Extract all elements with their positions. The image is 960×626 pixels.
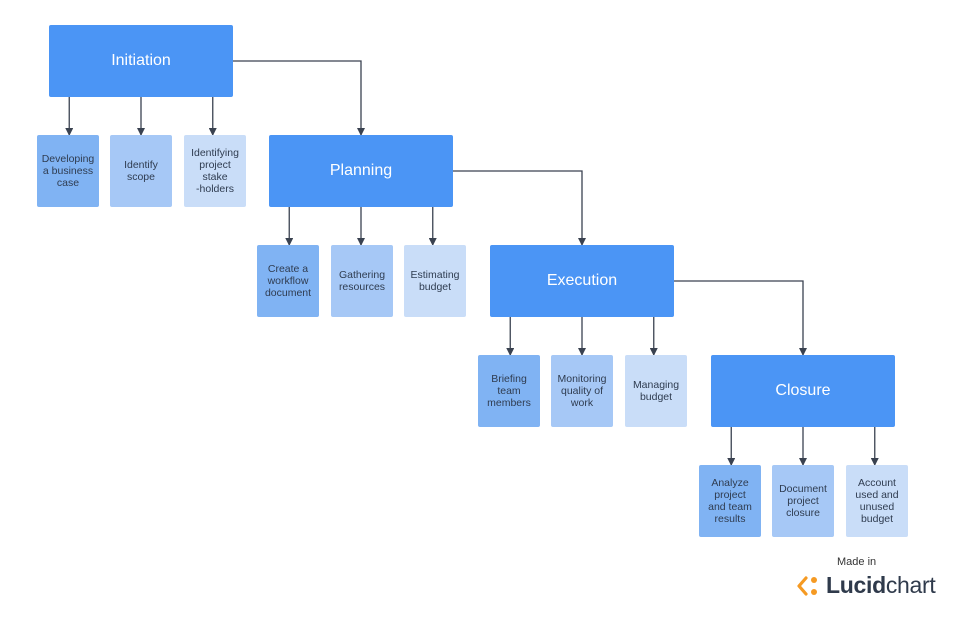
- lucid-text: Lucid: [826, 572, 886, 598]
- lucidchart-logo-icon: [797, 575, 817, 596]
- task-estimating-budget: Estimating budget: [404, 245, 466, 317]
- task-label: Managing budget: [632, 379, 680, 403]
- task-analyze-results: Analyze project and team results: [699, 465, 761, 537]
- made-in-label: Made in: [837, 556, 877, 568]
- task-gathering-resources: Gathering resources: [331, 245, 393, 317]
- task-label: Account used and unused budget: [855, 477, 899, 525]
- phase-closure: Closure: [711, 355, 895, 427]
- task-label: Estimating budget: [410, 269, 460, 293]
- phase-label: Initiation: [111, 52, 171, 69]
- task-label: Identify scope: [124, 159, 158, 183]
- task-create-workflow-document: Create a workflow document: [257, 245, 319, 317]
- phase-arrow: [233, 60, 365, 136]
- task-label: Create a workflow document: [264, 263, 312, 299]
- task-label: Monitoring quality of work: [557, 373, 607, 409]
- task-label: Identifying project stake -holders: [191, 147, 239, 195]
- task-document-closure: Document project closure: [772, 465, 834, 537]
- task-developing-business-case: Developing a business case: [37, 135, 99, 207]
- task-label: Analyze project and team results: [708, 477, 752, 525]
- task-identify-scope: Identify scope: [110, 135, 172, 207]
- task-identifying-stakeholders: Identifying project stake -holders: [184, 135, 246, 207]
- task-label: Developing a business case: [41, 153, 95, 189]
- lucidchart-logo: Lucidchart: [797, 572, 936, 599]
- phase-arrow: [674, 280, 807, 356]
- phase-label: Execution: [546, 272, 618, 289]
- chart-text: chart: [885, 572, 936, 598]
- task-account-budget: Account used and unused budget: [846, 465, 908, 537]
- phase-arrow: [453, 170, 586, 246]
- task-monitoring-quality: Monitoring quality of work: [551, 355, 613, 427]
- task-label: Document project closure: [779, 483, 827, 519]
- phase-execution: Execution: [490, 245, 674, 317]
- task-briefing-team-members: Briefing team members: [478, 355, 540, 427]
- phase-label: Closure: [775, 382, 831, 399]
- phase-planning: Planning: [269, 135, 453, 207]
- lucidchart-wordmark: Lucidchart: [826, 572, 936, 599]
- task-label: Briefing team members: [487, 373, 531, 409]
- task-label: Gathering resources: [338, 269, 386, 293]
- phase-initiation: Initiation: [49, 25, 233, 97]
- task-managing-budget: Managing budget: [625, 355, 687, 427]
- phase-label: Planning: [329, 162, 393, 179]
